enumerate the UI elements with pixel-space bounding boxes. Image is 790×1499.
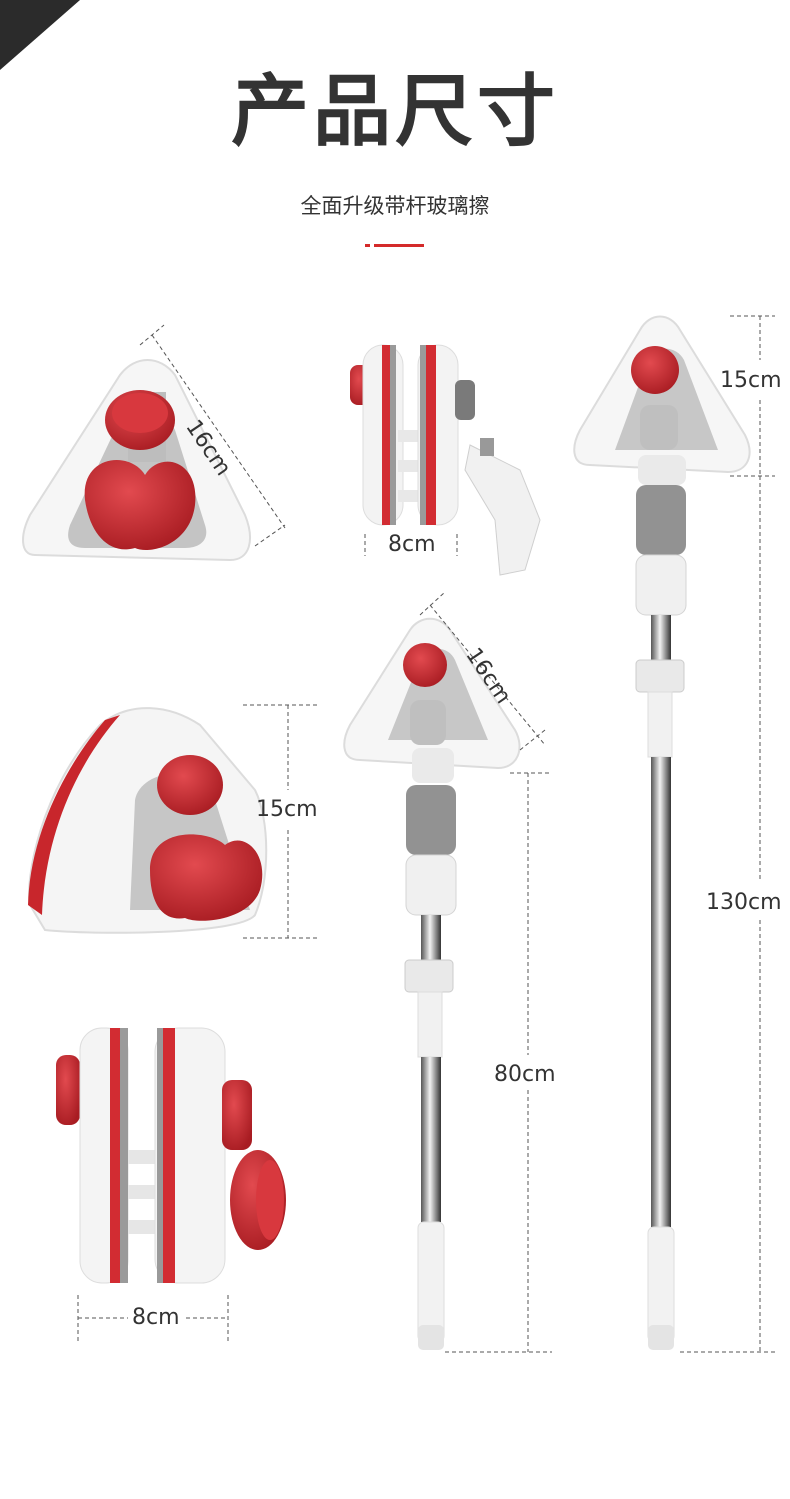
dimension-line-8cm-bottom xyxy=(77,1295,229,1342)
dimension-line-8cm-top xyxy=(364,534,458,556)
triangle-head-angled xyxy=(28,707,268,934)
dimension-line-16cm-pole xyxy=(419,591,546,751)
dim-label-8cm-top: 8cm xyxy=(388,532,436,557)
accent-dot xyxy=(365,244,370,247)
dimension-line-80cm xyxy=(445,772,552,1353)
page-subtitle: 全面升级带杆玻璃擦 xyxy=(300,194,490,218)
dimension-line-16cm-top xyxy=(139,324,286,547)
dim-label-15cm-left: 15cm xyxy=(256,797,318,822)
page-title: 产品尺寸 xyxy=(230,67,559,157)
triangle-head-front xyxy=(22,359,251,562)
dim-label-15cm-right: 15cm xyxy=(720,368,782,393)
dimension-line-15cm-left xyxy=(243,704,318,939)
accent-line xyxy=(374,244,424,247)
long-pole-mop xyxy=(573,315,751,1350)
dimension-line-15cm-right xyxy=(730,315,775,477)
short-pole-mop xyxy=(343,617,521,1350)
dim-label-8cm-bottom: 8cm xyxy=(132,1305,180,1330)
dim-label-130cm: 130cm xyxy=(706,890,782,915)
clip-side-bottom xyxy=(56,1027,286,1284)
dim-label-80cm: 80cm xyxy=(494,1062,556,1087)
dimension-line-130cm xyxy=(680,476,775,1353)
clip-side-top xyxy=(350,344,541,576)
